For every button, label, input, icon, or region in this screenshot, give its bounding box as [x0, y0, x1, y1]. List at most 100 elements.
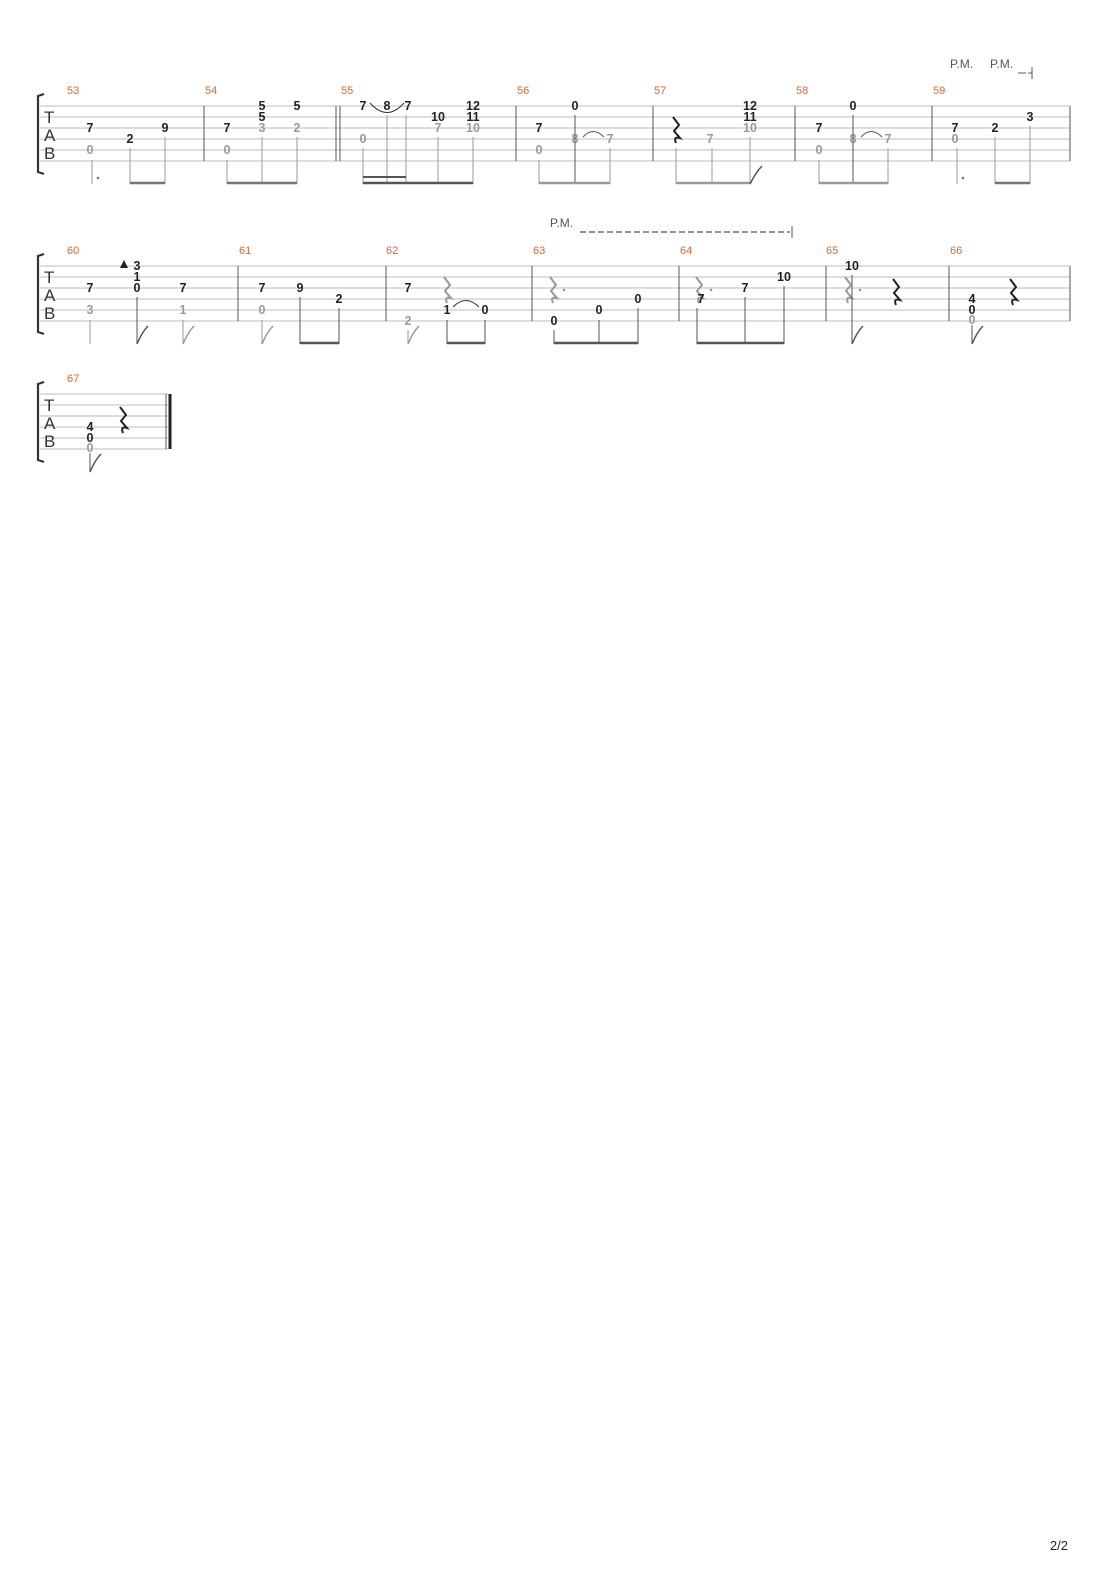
fret-number: 0: [259, 303, 266, 317]
fret-number: 7: [607, 132, 614, 146]
fret-number: 11: [466, 110, 479, 124]
flag: [136, 325, 149, 345]
fret-number: 0: [969, 303, 976, 317]
tab-clef-a: A: [44, 286, 56, 305]
accent-marker: [120, 260, 128, 268]
fret-number: 12: [743, 99, 757, 113]
flag: [407, 325, 420, 345]
fret-number: 3: [1027, 110, 1034, 124]
dot: [709, 288, 713, 292]
fret-number: 11: [743, 110, 756, 124]
measure-number: 54: [205, 85, 217, 97]
fret-number: 1: [444, 303, 451, 317]
fret-number: 1: [134, 270, 141, 284]
fret-number: 7: [707, 132, 714, 146]
dot: [858, 288, 862, 292]
measure-number: 57: [654, 85, 666, 97]
fret-number: 2: [336, 292, 343, 306]
flag: [182, 325, 195, 345]
quarter-rest: [119, 406, 130, 434]
fret-number: 2: [405, 314, 412, 328]
fret-number: 10: [845, 259, 859, 273]
quarter-rest: [892, 278, 903, 306]
fret-number: 0: [87, 441, 94, 455]
note-stems: [226, 137, 298, 184]
fret-number: 0: [134, 281, 141, 295]
tab-clef-t: T: [44, 396, 54, 415]
palm-mute-line: [1018, 67, 1033, 79]
fret-number: 0: [551, 314, 558, 328]
fret-number: 0: [969, 313, 976, 327]
fret-number: 5: [294, 99, 301, 113]
fret-number: 7: [885, 132, 892, 146]
barlines: [203, 106, 1071, 161]
fret-number: 7: [405, 281, 412, 295]
fret-number: 12: [466, 99, 480, 113]
tie: [860, 131, 883, 138]
fret-number: 4: [969, 292, 976, 306]
tab-clef-b: B: [44, 144, 55, 163]
tab-clef-t: T: [44, 108, 54, 127]
note-stems: [261, 297, 340, 344]
fret-number: 9: [162, 121, 169, 135]
fret-number: 0: [572, 99, 579, 113]
quarter-rest: [1009, 278, 1020, 306]
fret-number: 10: [743, 121, 757, 135]
fret-number: 7: [952, 121, 959, 135]
fret-number: 7: [180, 281, 187, 295]
fret-number: 7: [536, 121, 543, 135]
note-stems: [538, 115, 611, 184]
fret-number: 1: [180, 303, 187, 317]
fret-number: 2: [992, 121, 999, 135]
barlines: [237, 266, 1071, 321]
fret-number: 0: [87, 143, 94, 157]
measure-number: 67: [67, 373, 79, 385]
note-stems: [553, 308, 639, 344]
fret-number: 7: [816, 121, 823, 135]
flag: [89, 453, 102, 473]
fret-number: 0: [816, 143, 823, 157]
system-bracket: [36, 252, 45, 336]
tab-system-3: T A B 67 4 0 0: [36, 373, 172, 473]
fret-number: 3: [134, 259, 141, 273]
fret-number: 0: [87, 431, 94, 445]
fret-number: 5: [259, 99, 266, 113]
tab-system-2: T A B 60 61 62 63 64 65 66 P.M. 7 3 3 1 …: [36, 216, 1071, 345]
fret-number: 7: [259, 281, 266, 295]
note-stems: [818, 115, 889, 184]
fret-number: 7: [742, 281, 749, 295]
palm-mute-label: P.M.: [950, 57, 973, 71]
quarter-rest: [844, 276, 855, 304]
final-barline: [165, 394, 172, 449]
fret-number: 9: [297, 281, 304, 295]
tab-system-1: T A B 53 54 55 56 57 58 59 P.M. P.M.: [36, 57, 1071, 185]
measure-number: 55: [341, 85, 353, 97]
note-stems: [696, 286, 785, 344]
fret-number: 3: [259, 121, 266, 135]
flag: [749, 165, 763, 185]
staff-lines: [40, 105, 1070, 162]
system-bracket: [36, 380, 45, 464]
measure-number: 56: [517, 85, 529, 97]
flag: [851, 325, 864, 345]
fret-number: 0: [536, 143, 543, 157]
measure-number: 63: [533, 245, 545, 257]
fret-number: 8: [384, 99, 391, 113]
measure-number: 58: [796, 85, 808, 97]
fret-number: 2: [127, 132, 134, 146]
note-stems: [89, 297, 184, 344]
measure-number: 60: [67, 245, 79, 257]
staff-lines: [40, 393, 168, 450]
tab-clef-t: T: [44, 268, 54, 287]
fret-number: 7: [87, 121, 94, 135]
measure-number: 53: [67, 85, 79, 97]
fret-number: 10: [466, 121, 480, 135]
slur: [369, 102, 405, 113]
fret-number: 7: [360, 99, 367, 113]
fret-number: 0: [635, 292, 642, 306]
note-stems: [675, 137, 751, 184]
measure-number: 59: [933, 85, 945, 97]
fret-number: 10: [431, 110, 445, 124]
fret-number: 0: [360, 132, 367, 146]
dot: [562, 288, 566, 292]
